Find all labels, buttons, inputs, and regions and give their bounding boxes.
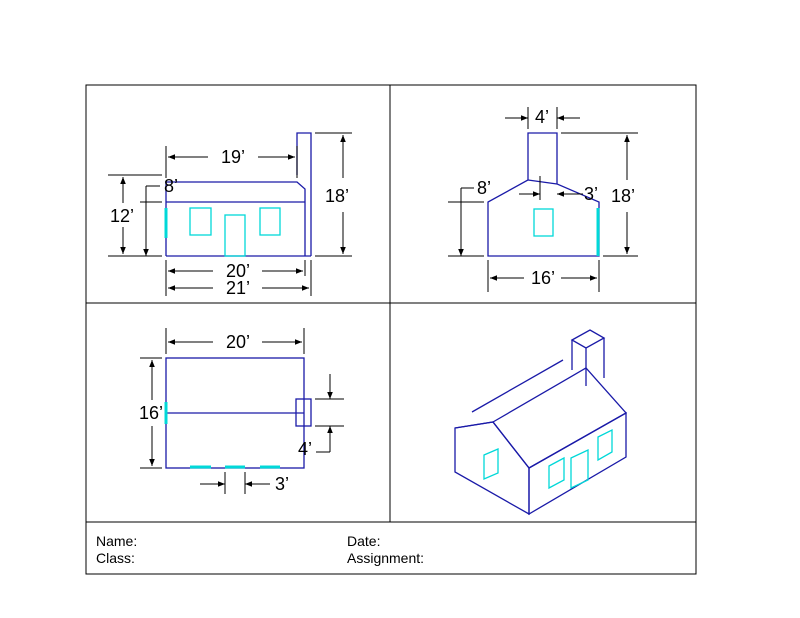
dim-side-wall-height: 8’	[477, 178, 491, 198]
dim-wall-height: 8’	[164, 176, 178, 196]
side-view-geometry	[487, 132, 600, 257]
class-label: Class:	[96, 550, 135, 566]
dim-width: 16’	[531, 268, 555, 288]
sheet-frame	[85, 84, 697, 575]
dim-eave-length: 19’	[221, 147, 245, 167]
dim-spacing: 3’	[275, 474, 289, 494]
top-view-dimensions: 20’ 16’ 4’ 3’	[139, 328, 344, 494]
top-view: 20’ 16’ 4’ 3’	[139, 328, 344, 494]
front-view: 19’ 12’ 8’ 18’ 20’ 21’	[108, 132, 352, 298]
side-view-dimensions: 4’ 8’ 3’ 18’ 16’	[448, 107, 638, 292]
dim-total-height: 18’	[325, 186, 349, 206]
isometric-view	[454, 329, 628, 516]
dim-chimney-width: 4’	[535, 107, 549, 127]
dim-eave-height: 12’	[110, 206, 134, 226]
assignment-label: Assignment:	[347, 550, 424, 566]
side-view: 4’ 8’ 3’ 18’ 16’	[448, 107, 638, 292]
name-label: Name:	[96, 533, 137, 549]
dim-depth: 16’	[139, 403, 163, 423]
top-view-geometry	[164, 357, 312, 469]
dim-chimney-offset: 3’	[584, 184, 598, 204]
dim-chimney-depth: 4’	[298, 439, 312, 459]
dim-overall-length: 21’	[226, 278, 250, 298]
front-view-dimensions: 19’ 12’ 8’ 18’ 20’ 21’	[108, 132, 352, 298]
date-label: Date:	[347, 533, 380, 549]
dim-side-total-height: 18’	[611, 186, 635, 206]
dim-top-length: 20’	[226, 332, 250, 352]
isometric-geometry	[454, 329, 628, 516]
title-block: Name: Class: Date: Assignment:	[96, 533, 424, 566]
dim-wall-length: 20’	[226, 261, 250, 281]
